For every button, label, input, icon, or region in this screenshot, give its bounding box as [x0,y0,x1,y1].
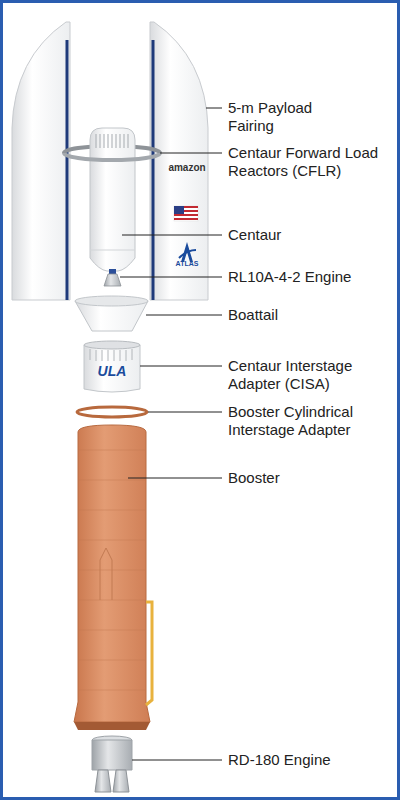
fairing-edge-stripe [66,40,69,300]
part-label: Centaur Forward Load Reactors (CFLR) [228,144,388,180]
part-label: Booster Cylindrical Interstage Adapter [228,403,378,439]
booster [74,425,150,722]
us-flag [174,206,198,221]
part-label: RL10A-4-2 Engine [228,268,393,286]
rd180-nozzle [113,770,129,792]
part-label: Centaur [228,226,393,244]
centaur-seam [90,250,135,251]
part-label: 5-m Payload Fairing [228,99,348,135]
atlas-logo-swoosh [179,250,196,258]
rd180-engine [92,740,132,770]
centaur-stage [90,128,135,271]
cisa [84,345,140,392]
rd180-nozzle [95,770,111,792]
fairing-right-half [150,22,208,300]
rl10-engine [104,274,121,286]
cisa-stiffeners [90,349,132,361]
part-label: Centaur Interstage Adapter (CISA) [228,357,378,393]
part-label: Boattail [228,306,393,324]
booster-feedline [146,602,152,705]
boattail-rim [75,296,148,306]
centaur-vents [96,134,128,148]
logo-text: ULA [92,362,132,380]
logo-text: ATLAS [167,259,207,268]
leader-lines [120,108,222,760]
logo-text: amazon [160,162,214,174]
part-label: Booster [228,469,393,487]
booster-feedline-cover [100,548,112,600]
interstage-ring [77,407,147,417]
fairing-left-half [12,22,70,300]
booster-skirt [74,722,150,730]
booster-texture [78,450,146,690]
cflr-ring [64,153,160,160]
fairing-edge-stripe [152,40,155,300]
cisa-rim [84,341,140,349]
rl10-engine [109,269,116,274]
part-label: RD-180 Engine [228,751,393,769]
